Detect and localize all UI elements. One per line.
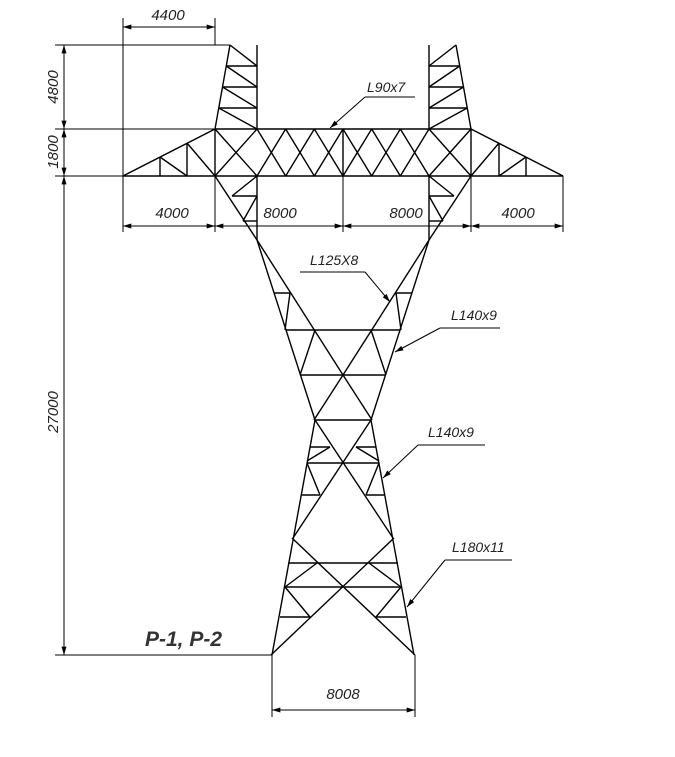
beam-lattice [313, 128, 344, 177]
dim-right-arm: 4000 [501, 205, 535, 222]
peak-brace [428, 65, 461, 88]
peak-brace [428, 107, 468, 130]
arm-brace [470, 142, 500, 177]
leader-arrow [382, 444, 419, 479]
arm-brace [498, 156, 527, 177]
upper-diagonal [313, 374, 344, 421]
middle-brace [306, 446, 331, 462]
label-upper-leg-profile: L140x9 [451, 307, 497, 323]
beam-lattice [342, 128, 373, 177]
peak-brace [218, 107, 258, 130]
arm-brace [159, 156, 188, 177]
beam-x-brace [428, 128, 472, 177]
upper-brace [395, 292, 402, 331]
dim-base-width: 8008 [326, 686, 360, 703]
upper-brace [299, 329, 316, 376]
beam-lattice [371, 128, 401, 177]
middle-diagonal [292, 419, 372, 539]
arm-lower-chord [214, 175, 258, 241]
upper-diagonal [342, 374, 373, 421]
lower-diagonal [291, 537, 416, 656]
dim-center-left: 8000 [263, 205, 297, 222]
lower-brace [284, 562, 318, 588]
lower-brace [368, 562, 402, 588]
middle-brace [365, 462, 380, 496]
label-upper-brace-profile: L125X8 [310, 252, 358, 268]
peak-brace [222, 86, 258, 109]
upper-brace [284, 292, 291, 331]
waist-brace [231, 175, 258, 197]
arm-top-chord [122, 128, 216, 177]
label-middle-leg-profile: L140x9 [428, 424, 474, 440]
waist-brace [242, 195, 258, 222]
upper-brace [370, 329, 387, 376]
waist-brace [428, 175, 455, 197]
leader-arrow [364, 271, 391, 303]
beam-lattice [285, 128, 315, 177]
drawing-title: P-1, P-2 [145, 628, 222, 651]
dim-peak-height: 4800 [45, 70, 62, 104]
beam-x-brace [214, 128, 258, 177]
upper-diagonal [256, 239, 344, 376]
waist-brace [428, 195, 444, 222]
lower-brace [284, 586, 311, 618]
middle-diagonal [314, 419, 394, 539]
middle-brace [306, 462, 321, 496]
beam-lattice [256, 128, 287, 177]
dim-body-height: 27000 [45, 390, 62, 433]
arm-brace [186, 142, 216, 177]
lower-brace [375, 586, 402, 618]
dim-left-arm: 4000 [155, 205, 189, 222]
arm-top-chord [470, 128, 564, 177]
peak-brace [225, 65, 258, 88]
leader-arrow [394, 327, 441, 353]
leader-arrow [406, 559, 446, 608]
leader-arrow [329, 96, 366, 129]
label-beam-profile: L90x7 [367, 79, 406, 95]
dim-center-right: 8000 [389, 205, 423, 222]
dim-top-width: 4400 [151, 7, 185, 24]
middle-brace [355, 446, 380, 462]
peak-brace [229, 44, 258, 67]
beam-lattice [399, 128, 430, 177]
dimension-lines [55, 18, 564, 717]
upper-diagonal [342, 239, 430, 376]
dim-beam-height: 1800 [45, 135, 62, 169]
peak-brace [428, 44, 457, 67]
lower-diagonal [270, 537, 395, 656]
arm-lower-chord [428, 175, 472, 241]
peak-brace [428, 86, 464, 109]
tower-structure [122, 44, 564, 656]
label-lower-leg-profile: L180x11 [452, 539, 505, 555]
